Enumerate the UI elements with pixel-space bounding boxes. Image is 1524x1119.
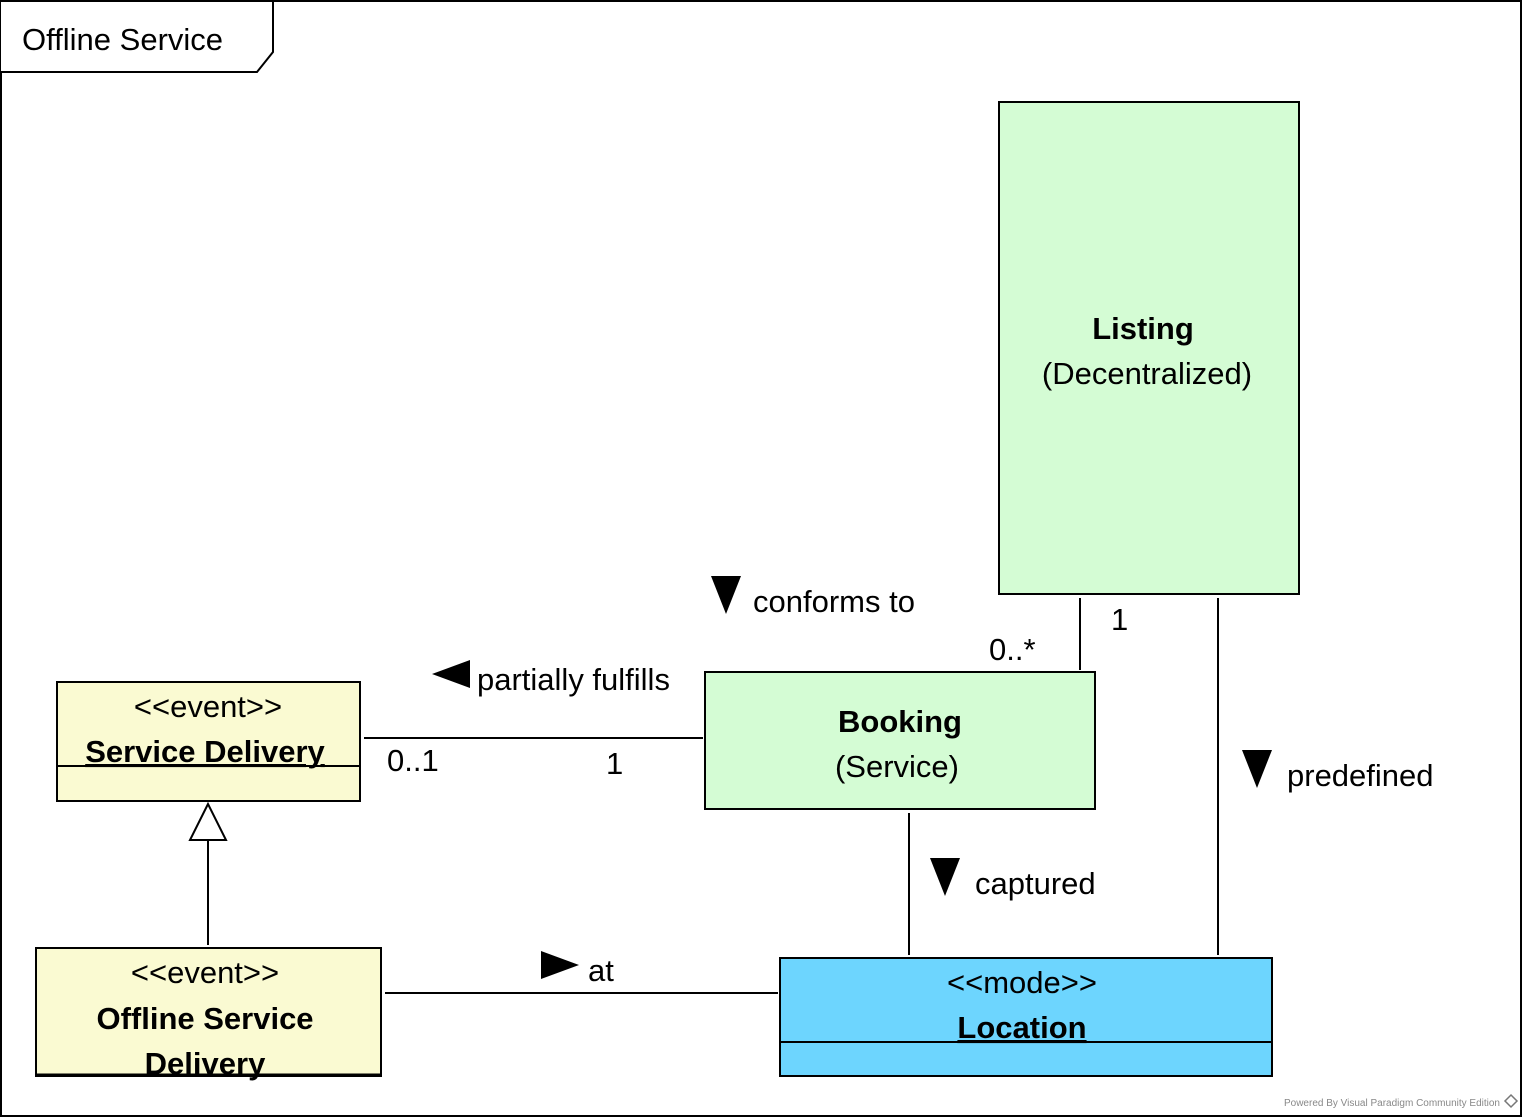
association-partially-fulfills-label: partially fulfills bbox=[477, 662, 670, 697]
class-location-name: Location bbox=[957, 1010, 1086, 1045]
association-predefined[interactable]: predefined bbox=[1217, 598, 1434, 955]
class-service-delivery[interactable]: <<event>> Service Delivery bbox=[56, 681, 361, 802]
association-predefined-label: predefined bbox=[1287, 758, 1434, 793]
captured-direction-arrow-icon bbox=[930, 858, 960, 896]
class-offline-service-delivery[interactable]: <<event>> Offline Service Delivery bbox=[35, 947, 382, 1081]
class-booking-qualifier: (Service) bbox=[835, 749, 959, 784]
watermark-text: Powered By Visual Paradigm Community Edi… bbox=[1284, 1098, 1500, 1109]
class-service-delivery-name: Service Delivery bbox=[85, 734, 325, 769]
class-listing-qualifier: (Decentralized) bbox=[1042, 356, 1252, 391]
association-conforms-to[interactable]: conforms to 0..* 1 bbox=[711, 576, 1128, 670]
frame-title: Offline Service bbox=[22, 22, 223, 57]
visual-paradigm-logo-icon bbox=[1503, 1093, 1519, 1109]
multiplicity-service-delivery: 0..1 bbox=[387, 743, 439, 778]
multiplicity-booking-fulfills: 1 bbox=[606, 746, 623, 781]
at-direction-arrow-icon bbox=[541, 951, 579, 979]
class-booking[interactable]: Booking (Service) bbox=[704, 671, 1096, 810]
association-at[interactable]: at bbox=[385, 951, 778, 994]
frame-title-tab bbox=[1, 0, 274, 73]
class-listing-name: Listing bbox=[1092, 311, 1194, 346]
class-offline-service-delivery-name-line2: Delivery bbox=[145, 1046, 266, 1081]
association-at-label: at bbox=[588, 953, 614, 988]
generalization-triangle-icon bbox=[188, 801, 228, 841]
multiplicity-booking-conforms: 0..* bbox=[989, 632, 1036, 667]
association-conforms-to-label: conforms to bbox=[753, 584, 915, 619]
class-service-delivery-stereotype: <<event>> bbox=[134, 689, 282, 724]
class-location-stereotype: <<mode>> bbox=[947, 965, 1097, 1000]
generalization-offline-to-service-delivery[interactable] bbox=[188, 801, 228, 945]
partially-fulfills-direction-arrow-icon bbox=[432, 660, 470, 688]
class-offline-service-delivery-stereotype: <<event>> bbox=[131, 955, 279, 990]
association-partially-fulfills[interactable]: partially fulfills 0..1 1 bbox=[364, 660, 703, 781]
predefined-direction-arrow-icon bbox=[1242, 750, 1272, 788]
class-booking-name: Booking bbox=[838, 704, 962, 739]
class-location[interactable]: <<mode>> Location bbox=[779, 957, 1273, 1077]
class-listing[interactable]: Listing (Decentralized) bbox=[998, 101, 1300, 595]
class-offline-service-delivery-name-line1: Offline Service bbox=[96, 1001, 313, 1036]
association-captured-label: captured bbox=[975, 866, 1096, 901]
conforms-to-direction-arrow-icon bbox=[711, 576, 741, 614]
association-captured[interactable]: captured bbox=[908, 813, 1096, 955]
multiplicity-listing-conforms: 1 bbox=[1111, 602, 1128, 637]
